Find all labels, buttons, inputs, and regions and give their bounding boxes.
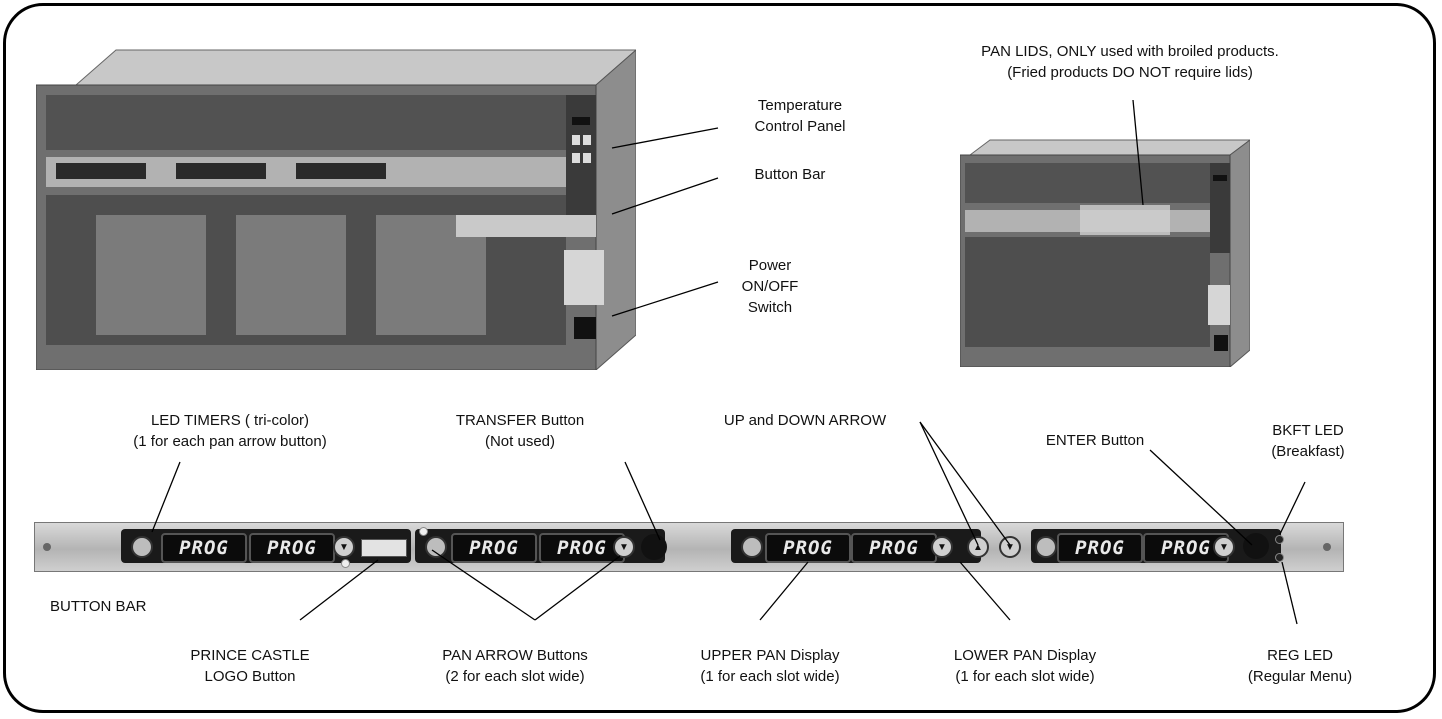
label-line: REG LED xyxy=(1267,647,1333,664)
label-bkft-led: BKFT LED (Breakfast) xyxy=(1258,420,1358,462)
label-line: ENTER Button xyxy=(1045,432,1145,449)
label-led-timers: LED TIMERS ( tri-color) (1 for each pan … xyxy=(100,410,360,452)
label-line: Switch xyxy=(747,299,793,316)
led-timer-4 xyxy=(1035,536,1057,558)
label-line: (1 for each slot wide) xyxy=(700,668,840,685)
label-line: BKFT LED xyxy=(1272,422,1344,439)
label-button-bar-top: Button Bar xyxy=(730,164,850,185)
pan-arrow-button-1[interactable]: ▼ xyxy=(333,536,355,558)
label-button-bar: BUTTON BAR xyxy=(50,596,160,617)
upper-pan-display-2: PROG xyxy=(451,533,537,563)
prince-castle-logo-button[interactable] xyxy=(361,539,407,557)
enter-button[interactable] xyxy=(1243,533,1269,559)
label-line: LOGO Button xyxy=(204,668,296,685)
lower-pan-display-2: PROG xyxy=(539,533,625,563)
label-temperature-control-panel: Temperature Control Panel xyxy=(730,95,870,137)
label-line: PAN ARROW Buttons xyxy=(442,647,588,664)
label-line: LOWER PAN Display xyxy=(953,647,1097,664)
label-upper-pan-display: UPPER PAN Display (1 for each slot wide) xyxy=(670,645,870,687)
label-line: PAN LIDS, ONLY used with broiled product… xyxy=(981,43,1279,60)
label-enter-button: ENTER Button xyxy=(1035,430,1155,451)
label-line: Power xyxy=(748,257,792,274)
label-line: Temperature xyxy=(757,97,843,114)
cabinet-photo-lids xyxy=(960,135,1250,367)
label-line: (Breakfast) xyxy=(1271,443,1345,460)
label-line: (Regular Menu) xyxy=(1247,668,1353,685)
label-line: (1 for each slot wide) xyxy=(955,668,1095,685)
pan-arrow-button-3[interactable]: ▼ xyxy=(931,536,953,558)
label-reg-led: REG LED (Regular Menu) xyxy=(1235,645,1365,687)
lower-pan-display-4: PROG xyxy=(1143,533,1229,563)
label-line: TRANSFER Button xyxy=(455,412,585,429)
cabinet-photo-main xyxy=(36,45,636,370)
label-line: (Not used) xyxy=(484,433,556,450)
lower-pan-display-1: PROG xyxy=(249,533,335,563)
transfer-button[interactable] xyxy=(641,534,667,560)
bkft-led xyxy=(1275,535,1284,544)
screw xyxy=(1323,543,1331,551)
pan-arrow-button-4[interactable]: ▼ xyxy=(1213,536,1235,558)
label-line: UP and DOWN ARROW xyxy=(723,412,887,429)
label-lower-pan-display: LOWER PAN Display (1 for each slot wide) xyxy=(925,645,1125,687)
led-timer-1 xyxy=(131,536,153,558)
label-line: (2 for each slot wide) xyxy=(445,668,585,685)
label-line: LED TIMERS ( tri-color) xyxy=(150,412,310,429)
lower-pan-display-3: PROG xyxy=(851,533,937,563)
label-line: ON/OFF xyxy=(741,278,799,295)
up-arrow-button[interactable]: ▲ xyxy=(967,536,989,558)
label-line: (1 for each pan arrow button) xyxy=(133,433,327,450)
led-dot xyxy=(419,527,428,536)
upper-pan-display-1: PROG xyxy=(161,533,247,563)
screw xyxy=(43,543,51,551)
label-line: Button Bar xyxy=(754,166,826,183)
diagram-frame xyxy=(3,3,1436,713)
label-pan-lids: PAN LIDS, ONLY used with broiled product… xyxy=(920,41,1340,83)
label-line: (Fried products DO NOT require lids) xyxy=(1007,64,1253,81)
pan-arrow-button-2[interactable]: ▼ xyxy=(613,536,635,558)
reg-led xyxy=(1275,553,1284,562)
label-prince-castle-logo: PRINCE CASTLE LOGO Button xyxy=(170,645,330,687)
label-line: BUTTON BAR xyxy=(50,598,147,615)
button-bar: PROG PROG ▼ PROG PROG ▼ PROG PROG ▼ ▲ ▼ … xyxy=(34,522,1344,572)
label-power-switch: Power ON/OFF Switch xyxy=(730,255,810,318)
label-pan-arrow-buttons: PAN ARROW Buttons (2 for each slot wide) xyxy=(415,645,615,687)
label-up-down-arrow: UP and DOWN ARROW xyxy=(690,410,920,431)
label-line: Control Panel xyxy=(754,118,846,135)
led-timer-3 xyxy=(741,536,763,558)
led-dot xyxy=(341,559,350,568)
upper-pan-display-4: PROG xyxy=(1057,533,1143,563)
label-line: UPPER PAN Display xyxy=(700,647,840,664)
led-timer-2 xyxy=(425,536,447,558)
label-line: PRINCE CASTLE xyxy=(190,647,310,664)
down-arrow-button[interactable]: ▼ xyxy=(999,536,1021,558)
label-transfer-button: TRANSFER Button (Not used) xyxy=(435,410,605,452)
